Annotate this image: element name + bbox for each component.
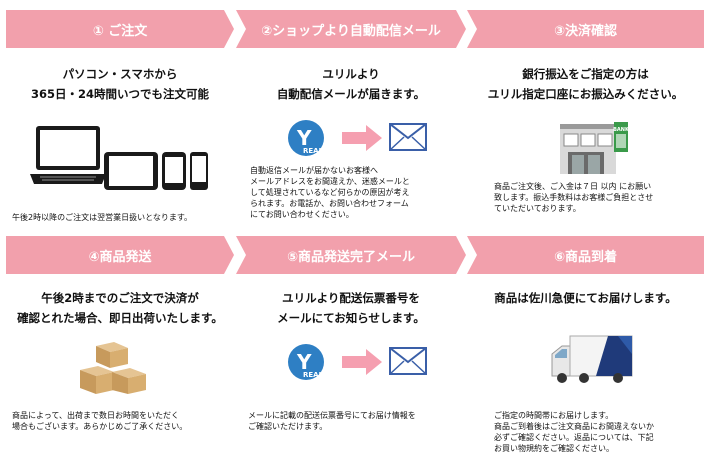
step-2-lead-line-1: ユリルより (322, 67, 380, 81)
truck-icon (551, 335, 633, 383)
step-2-visual: Y REAL (286, 116, 436, 162)
step-5-lead-line-2: メールにてお知らせします。 (277, 311, 425, 325)
step-2-lead-line-2: 自動配信メールが届きます。 (276, 87, 426, 101)
step-2-note-line-2: メールアドレスをお間違えか、迷惑メールと (250, 177, 410, 186)
step-1-lead-line-2: 365日・24時間いつでも注文可能 (30, 87, 209, 101)
bank-sign-text: BANK (613, 127, 630, 133)
step-2-header-label: ②ショップより自動配信メール (261, 23, 441, 39)
step-4-lead-line-1: 午後2時までのご注文で決済が (41, 291, 199, 305)
step-6-lead: 商品は佐川急便にてお届けします。 (467, 288, 704, 308)
step-5-note-line-1: メールに記載の配送伝票番号にてお届け情報を (248, 411, 416, 420)
boxes-icon (80, 342, 146, 394)
yureal-logo-text: REAL (303, 147, 324, 155)
step-5-header: ⑤商品発送完了メール (236, 236, 466, 274)
step-6-header: ⑥商品到着 (467, 236, 704, 274)
step-5-visual: Y REAL (286, 340, 436, 386)
devices-icon (30, 126, 208, 190)
yureal-logo-icon: Y REAL (288, 120, 427, 156)
step-4-header: ④商品発送 (6, 236, 234, 274)
step-4-header-label: ④商品発送 (88, 249, 152, 265)
step-2-header: ②ショップより自動配信メール (236, 10, 466, 48)
step-3-lead-line-2: ユリル指定口座にお振込みください。 (487, 87, 684, 101)
step-1-header-label: ① ご注文 (92, 23, 148, 39)
step-3-note-line-2: 致します。振込手数料はお客様ご負担とさせ (494, 193, 654, 202)
step-2-note-line-5: にてお問い合わせください。 (250, 210, 354, 219)
step-2-note-line-3: して処理されているなど何らかの原因が考え (250, 188, 410, 197)
step-6-note-line-1: ご指定の時間帯にお届けします。 (494, 411, 614, 420)
step-3-note-line-1: 商品ご注文後、ご入金は７日 以内 にお願い (494, 182, 652, 191)
step-4-note-line-2: 場合もございます。あらかじめご了承ください。 (12, 422, 188, 431)
bank-icon: BANK (560, 122, 630, 174)
step-6-note-line-3: 必ずご確認ください。返品については、下記 (494, 433, 654, 442)
step-3-note-line-3: ていただいております。 (494, 204, 581, 213)
step-3-header-label: ③決済確認 (553, 23, 617, 39)
step-5-header-label: ⑤商品発送完了メール (286, 249, 415, 265)
step-2-note: 自動返信メールが届かないお客様へ メールアドレスをお間違えか、迷惑メールと して… (250, 165, 460, 220)
step-1-note-line-1: 午後2時以降のご注文は翌営業日扱いとなります。 (12, 213, 193, 222)
step-5-note-line-2: ご確認いただけます。 (248, 422, 328, 431)
step-1-lead-line-1: パソコン・スマホから (62, 67, 178, 81)
step-1-header: ① ご注文 (6, 10, 234, 48)
step-6-note: ご指定の時間帯にお届けします。 商品ご到着後はご注文商品にお間違えないか 必ずご… (494, 410, 699, 454)
step-5-lead: ユリルより配送伝票番号を メールにてお知らせします。 (236, 288, 466, 328)
step-2-note-line-1: 自動返信メールが届かないお客様へ (250, 166, 378, 175)
step-5-lead-line-1: ユリルより配送伝票番号を (282, 291, 420, 305)
step-6-header-label: ⑥商品到着 (553, 249, 617, 265)
step-6-lead-line-1: 商品は佐川急便にてお届けします。 (494, 291, 677, 305)
step-3-header: ③決済確認 (467, 10, 704, 48)
step-1-note: 午後2時以降のご注文は翌営業日扱いとなります。 (12, 212, 237, 223)
step-6-note-line-2: 商品ご到着後はご注文商品にお間違えないか (494, 422, 654, 431)
yureal-logo-icon-2: Y REAL (288, 344, 427, 380)
step-3-lead: 銀行振込をご指定の方は ユリル指定口座にお振込みください。 (467, 64, 704, 104)
step-4-lead: 午後2時までのご注文で決済が 確認とれた場合、即日出荷いたします。 (6, 288, 234, 328)
step-3-note: 商品ご注文後、ご入金は７日 以内 にお願い 致します。振込手数料はお客様ご負担と… (494, 181, 699, 214)
svg-text:Y: Y (296, 126, 312, 150)
yureal-logo-text-2: REAL (303, 371, 324, 379)
step-5-note: メールに記載の配送伝票番号にてお届け情報を ご確認いただけます。 (248, 410, 463, 432)
step-3-lead-line-1: 銀行振込をご指定の方は (522, 67, 649, 81)
svg-text:Y: Y (296, 350, 312, 374)
step-6-note-line-4: お買い物規約をご確認ください。 (494, 444, 614, 453)
step-4-note: 商品によって、出荷まで数日お時間をいただく 場合もございます。あらかじめご了承く… (12, 410, 237, 432)
step-4-note-line-1: 商品によって、出荷まで数日お時間をいただく (12, 411, 179, 420)
step-2-lead: ユリルより 自動配信メールが届きます。 (236, 64, 466, 104)
step-1-lead: パソコン・スマホから 365日・24時間いつでも注文可能 (6, 64, 234, 104)
step-4-lead-line-2: 確認とれた場合、即日出荷いたします。 (17, 311, 223, 325)
step-2-note-line-4: られます。お電話か、お問い合わせフォーム (250, 199, 409, 208)
